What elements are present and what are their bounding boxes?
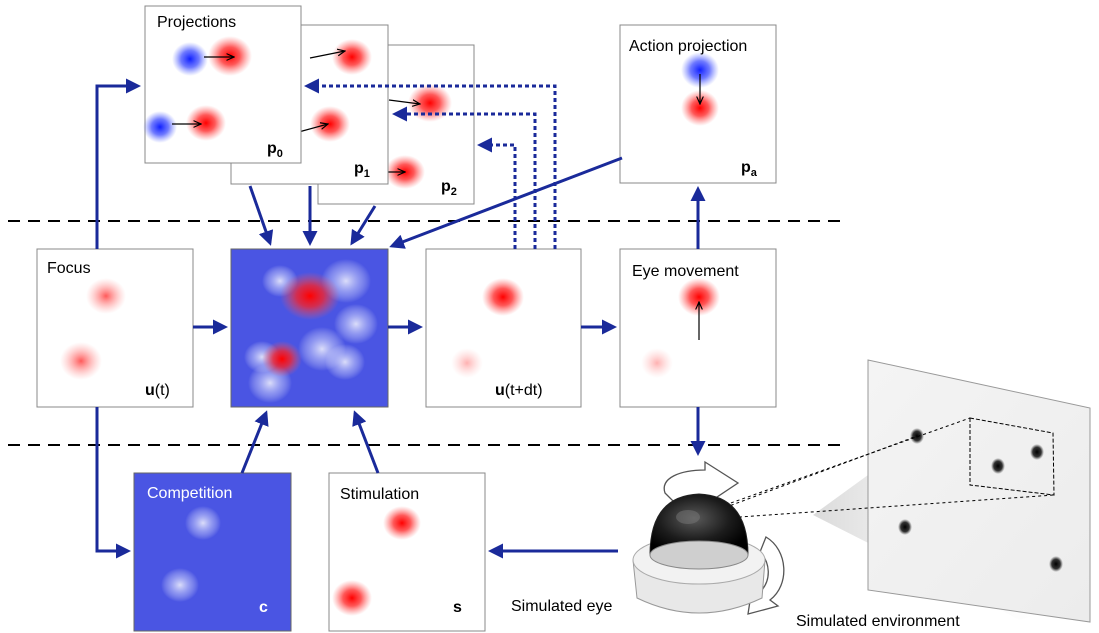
u-tdt-panel: u(t+dt) bbox=[425, 248, 582, 408]
focus-panel: Focus u(t) bbox=[36, 248, 194, 408]
simulated-environment-board bbox=[696, 359, 1091, 623]
competition-title: Competition bbox=[147, 485, 232, 502]
s-label: s bbox=[453, 599, 462, 616]
pa-label: pa bbox=[741, 159, 758, 179]
focus-title: Focus bbox=[47, 260, 91, 277]
p0-label: p0 bbox=[267, 140, 283, 160]
flow-arrows bbox=[95, 78, 706, 559]
eye-movement-title: Eye movement bbox=[632, 263, 739, 280]
eye-movement-panel: Eye movement bbox=[619, 248, 777, 408]
u-tdt-label: u(t+dt) bbox=[495, 382, 543, 399]
stimulation-title: Stimulation bbox=[340, 486, 419, 503]
projections-title: Projections bbox=[157, 14, 236, 31]
feedback-dotted-arrows bbox=[304, 78, 557, 249]
u-t-label: u(t) bbox=[145, 382, 170, 399]
simulated-eye-label: Simulated eye bbox=[511, 598, 612, 615]
activation-field-panel bbox=[230, 248, 389, 408]
competition-panel: Competition c bbox=[133, 472, 292, 632]
stimulation-panel: Stimulation s bbox=[328, 472, 486, 632]
simulated-environment-label: Simulated environment bbox=[796, 613, 960, 630]
camera-icon bbox=[632, 460, 785, 615]
action-projection-title: Action projection bbox=[629, 38, 747, 55]
p2-label: p2 bbox=[441, 178, 457, 198]
p1-label: p1 bbox=[354, 160, 370, 180]
action-projection-panel: Action projection pa bbox=[619, 24, 777, 184]
c-label: c bbox=[259, 599, 268, 616]
projection-panel-p0: Projections p0 bbox=[143, 5, 302, 164]
